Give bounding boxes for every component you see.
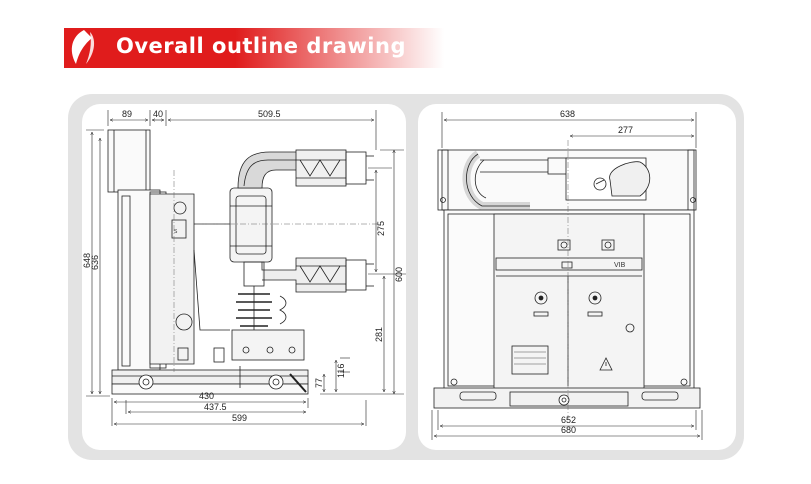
dim-40: 40 — [153, 109, 163, 119]
side-view-dimension-labels: 89 40 509.5 648 636 275 600 281 116 77 4… — [82, 109, 404, 423]
dim-77: 77 — [314, 378, 324, 388]
dim-648: 648 — [82, 253, 92, 268]
side-view-drawing: S — [107, 129, 380, 395]
dim-599: 599 — [232, 413, 247, 423]
dim-275: 275 — [376, 221, 386, 236]
side-view-dimensions — [86, 110, 406, 426]
page-title: Overall outline drawing — [116, 34, 406, 58]
dim-277: 277 — [618, 125, 633, 135]
dim-638: 638 — [560, 109, 575, 119]
dim-652: 652 — [561, 415, 576, 425]
logo-swoosh-icon — [71, 30, 95, 64]
title-banner: Overall outline drawing — [64, 28, 444, 68]
dim-600: 600 — [394, 267, 404, 282]
dim-89: 89 — [122, 109, 132, 119]
nameplate-label: VIB — [614, 262, 626, 269]
dim-116: 116 — [336, 364, 346, 378]
dim-430: 430 — [199, 391, 214, 401]
svg-text:S: S — [174, 229, 178, 235]
dim-281: 281 — [374, 327, 384, 342]
front-view-dimension-labels: 638 277 652 680 VIB — [560, 109, 633, 435]
front-view-drawing — [433, 140, 701, 420]
front-view-dimensions — [431, 112, 703, 440]
dim-680: 680 — [561, 425, 576, 435]
dim-437-5: 437.5 — [204, 402, 227, 412]
dim-509-5: 509.5 — [258, 109, 281, 119]
dim-636: 636 — [90, 255, 100, 270]
